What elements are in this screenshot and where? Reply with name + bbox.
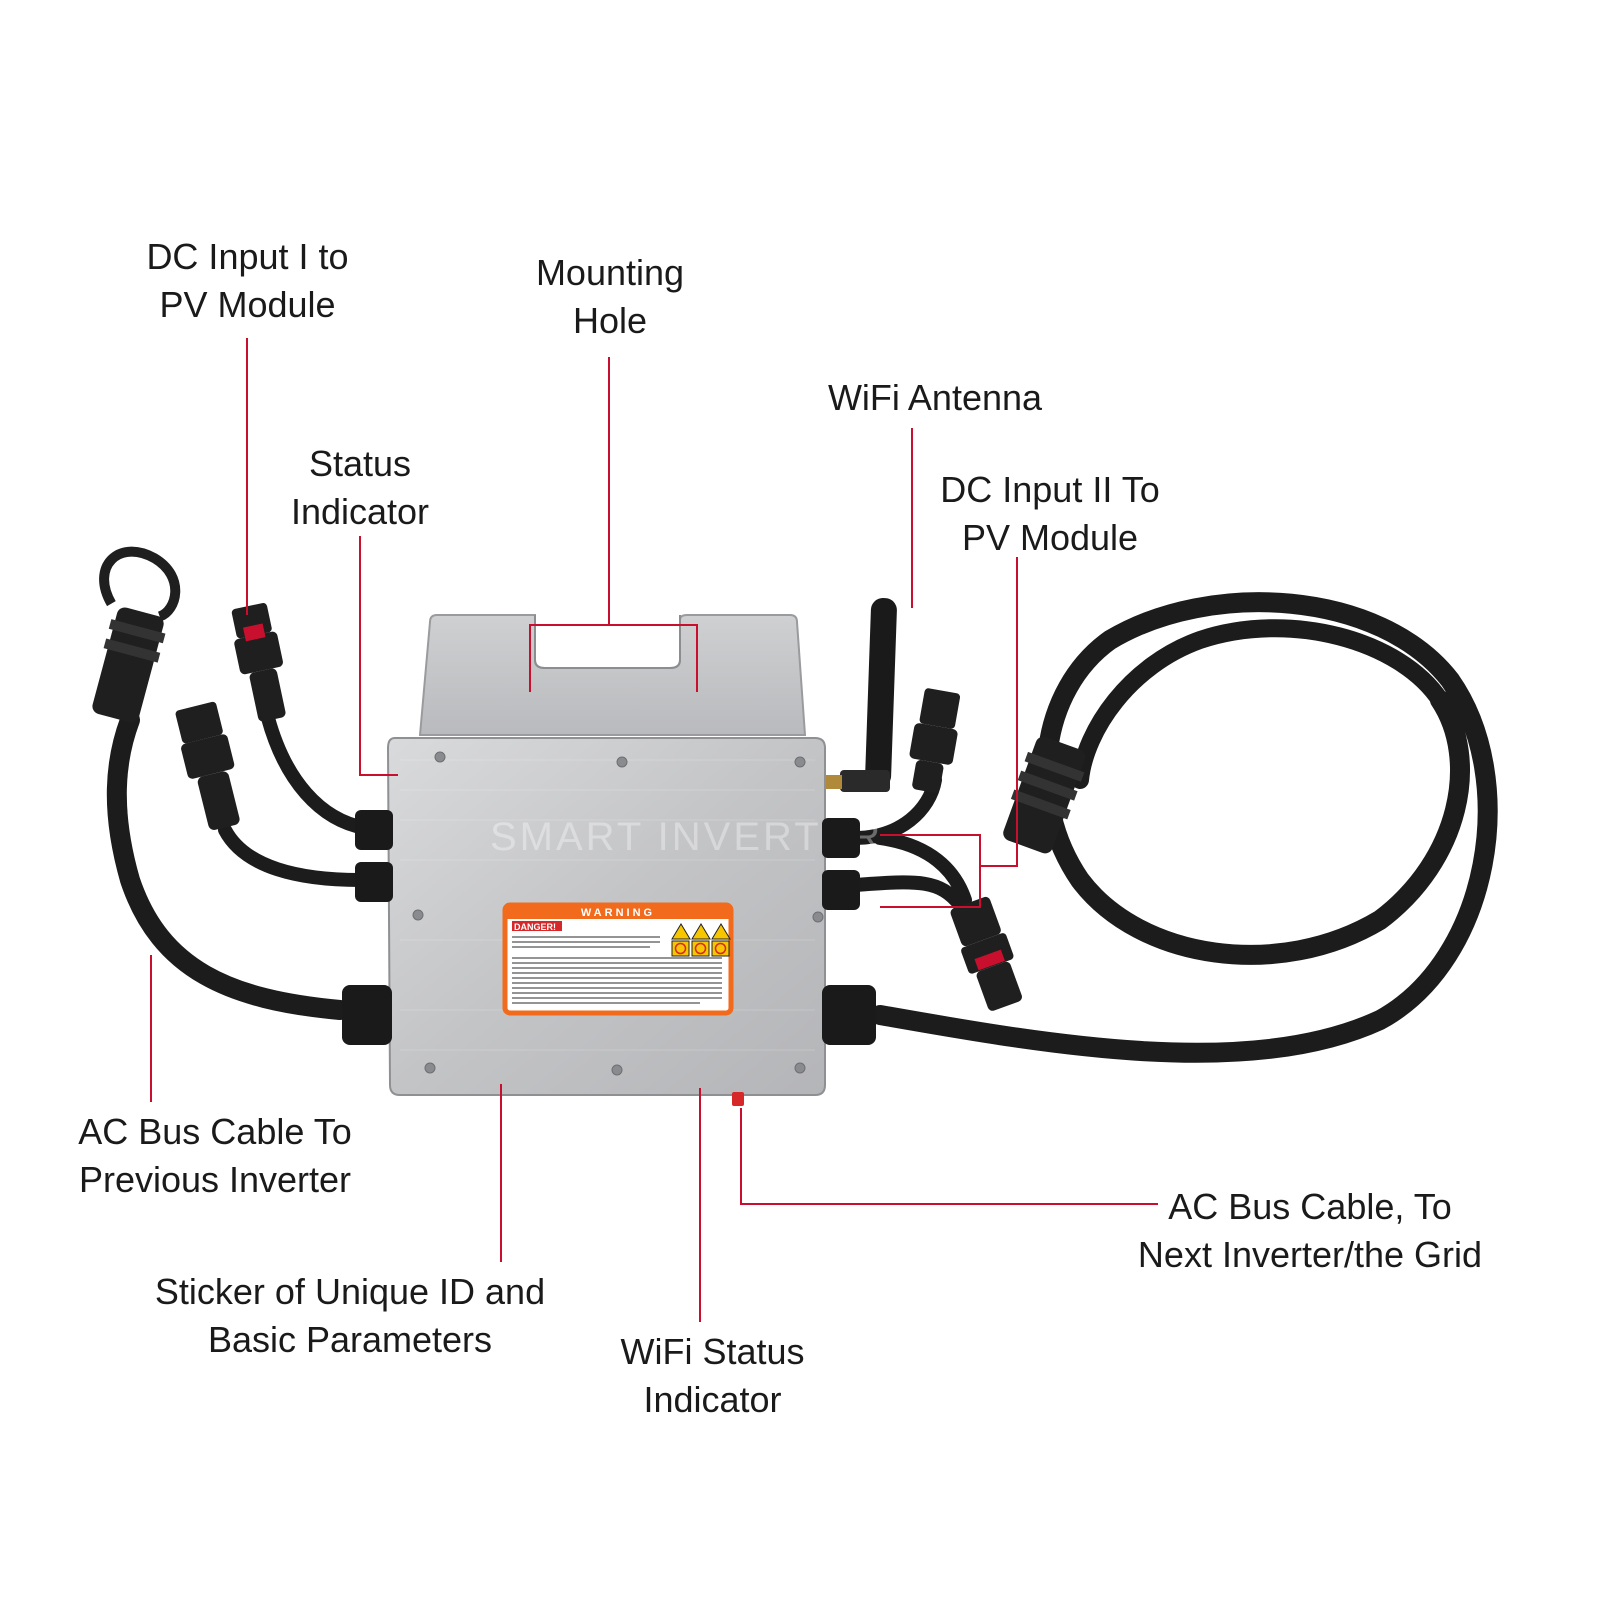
brand-watermark: SMART INVERTER xyxy=(490,815,883,859)
callout-mounting-hole-line2: Hole xyxy=(572,300,648,341)
hazard-triangle-icon xyxy=(711,923,731,940)
dc-connectors xyxy=(175,602,1022,1011)
screws xyxy=(412,751,824,1076)
warning-header-text: WARNING xyxy=(581,907,655,919)
dc-connector-1 xyxy=(231,602,286,722)
callout-ac-bus-next-line1: AC Bus Cable, To xyxy=(1168,1186,1452,1227)
callout-dc-input-1-line1: DC Input I to xyxy=(146,236,349,277)
hazard-triangle-icon xyxy=(671,923,691,940)
dc-cable-4 xyxy=(848,831,972,912)
callout-dc-input-2-line2: PV Module xyxy=(961,517,1139,558)
callout-wifi-status-line1: WiFi Status xyxy=(620,1331,805,1372)
warning-sticker: WARNING DANGER! xyxy=(502,902,734,1016)
cable-glands xyxy=(342,810,876,1045)
leader-lines xyxy=(150,338,1158,1322)
callout-wifi-status: WiFi Status Indicator xyxy=(600,1328,825,1424)
ac-connector-left xyxy=(92,546,181,723)
callout-wifi-status-line2: Indicator xyxy=(643,1379,782,1420)
cables xyxy=(106,592,1498,1063)
ac-connector-right xyxy=(1003,736,1086,854)
leader-ac-bus-next xyxy=(740,1108,1158,1205)
callout-dc-input-2: DC Input II To PV Module xyxy=(920,466,1180,562)
warning-text-lines xyxy=(512,936,722,1004)
wifi-status-led xyxy=(732,1092,744,1106)
callout-dc-input-2-line1: DC Input II To xyxy=(940,469,1160,510)
callout-status-indicator: Status Indicator xyxy=(260,440,460,536)
callout-ac-bus-previous-line2: Previous Inverter xyxy=(78,1159,352,1200)
dc-connector-3 xyxy=(909,688,961,793)
ac-bus-cable-left xyxy=(106,710,350,1020)
leader-dc-input-2-bracket xyxy=(880,834,981,908)
callout-sticker-line2: Basic Parameters xyxy=(207,1319,493,1360)
callout-status-indicator-line1: Status xyxy=(308,443,412,484)
leader-dc-input-2 xyxy=(980,557,1018,867)
dc-connector-2 xyxy=(175,701,240,830)
dc-cable-1 xyxy=(261,711,372,835)
callout-sticker: Sticker of Unique ID and Basic Parameter… xyxy=(125,1268,575,1364)
callout-ac-bus-previous-line1: AC Bus Cable To xyxy=(78,1111,352,1152)
dc-connector-4 xyxy=(950,896,1022,1011)
ac-bus-cable-coil xyxy=(870,592,1498,1063)
callout-ac-bus-next-line2: Next Inverter/the Grid xyxy=(1137,1234,1483,1275)
hazard-triangle-icon xyxy=(691,923,711,940)
callout-mounting-hole-line1: Mounting xyxy=(535,252,685,293)
callout-wifi-antenna: WiFi Antenna xyxy=(800,374,1070,422)
leader-status-indicator xyxy=(359,536,398,776)
callout-dc-input-1: DC Input I to PV Module xyxy=(120,233,375,329)
mounting-plate xyxy=(418,614,807,736)
leader-mounting-hole-bracket xyxy=(529,624,698,692)
mounting-hole-slot xyxy=(534,615,681,669)
danger-text: DANGER! xyxy=(514,922,556,932)
ac-bus-cable-coil-inner xyxy=(1071,619,1449,789)
callout-ac-bus-next: AC Bus Cable, To Next Inverter/the Grid xyxy=(1090,1183,1530,1279)
callout-wifi-antenna-line1: WiFi Antenna xyxy=(827,377,1043,418)
wifi-antenna xyxy=(820,598,897,792)
callout-ac-bus-previous: AC Bus Cable To Previous Inverter xyxy=(50,1108,380,1204)
dc-cable-2 xyxy=(218,823,367,887)
callout-sticker-line1: Sticker of Unique ID and xyxy=(154,1271,546,1312)
callout-mounting-hole: Mounting Hole xyxy=(490,249,730,345)
callout-dc-input-1-line2: PV Module xyxy=(159,284,336,325)
callout-status-indicator-line2: Indicator xyxy=(290,491,430,532)
